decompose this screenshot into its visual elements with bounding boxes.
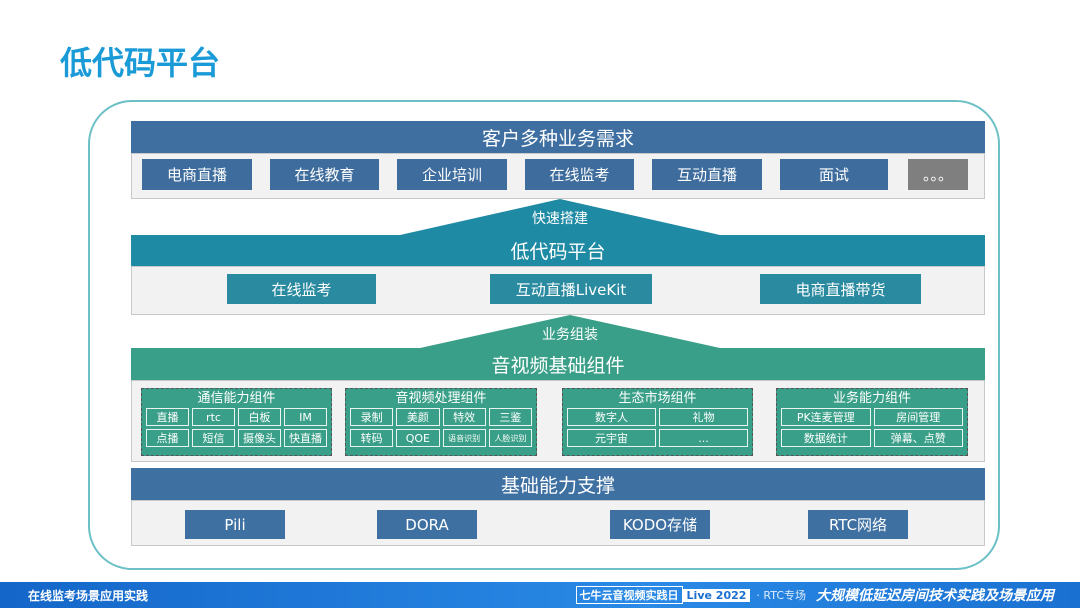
- customer-scenario-button[interactable]: 面试: [780, 159, 888, 190]
- component-item[interactable]: PK连麦管理: [781, 408, 871, 426]
- lowcode-header: 低代码平台: [131, 235, 985, 266]
- component-item[interactable]: 元宇宙: [567, 429, 656, 447]
- footer-bar: 在线监考场景应用实践 七牛云音视频实践日 Live 2022 · RTC专场 大…: [0, 582, 1080, 608]
- arrow-build-label: 快速搭建: [532, 211, 588, 227]
- page-title: 低代码平台: [60, 44, 221, 82]
- component-group: 业务能力组件 PK连麦管理房间管理数据统计弹幕、点赞: [776, 388, 968, 456]
- customer-scenario-button[interactable]: 互动直播: [652, 159, 762, 190]
- customer-header: 客户多种业务需求: [131, 121, 985, 153]
- customer-scenario-button[interactable]: 。。。: [908, 159, 968, 190]
- arrow-assemble-label: 业务组装: [542, 327, 598, 343]
- component-item[interactable]: 语音识别: [442, 429, 486, 447]
- component-item[interactable]: 短信: [192, 429, 235, 447]
- base-header: 基础能力支撑: [131, 468, 985, 500]
- component-group-title: 生态市场组件: [618, 391, 697, 406]
- base-capability-button[interactable]: DORA: [377, 510, 477, 539]
- lowcode-app-button[interactable]: 互动直播LiveKit: [490, 274, 652, 304]
- component-item[interactable]: 特效: [442, 408, 486, 426]
- footer-title: 在线监考场景应用实践: [28, 588, 149, 603]
- component-item[interactable]: 转码: [350, 429, 394, 447]
- footer-badge: Live 2022: [682, 588, 751, 602]
- component-grid: 数字人礼物元宇宙...: [563, 408, 752, 447]
- component-item[interactable]: 三鉴: [488, 408, 532, 426]
- customer-scenario-button[interactable]: 电商直播: [142, 159, 252, 190]
- component-item[interactable]: 录制: [350, 408, 394, 426]
- customer-scenario-button[interactable]: 企业培训: [397, 159, 507, 190]
- component-item[interactable]: 人脸识别: [488, 429, 532, 447]
- component-group-title: 业务能力组件: [832, 391, 911, 406]
- lowcode-app-button[interactable]: 在线监考: [227, 274, 376, 304]
- component-item[interactable]: 白板: [238, 408, 281, 426]
- component-grid: PK连麦管理房间管理数据统计弹幕、点赞: [777, 408, 967, 447]
- component-group: 生态市场组件数字人礼物元宇宙...: [562, 388, 753, 456]
- component-item[interactable]: IM: [284, 408, 327, 426]
- roof-arrow-build: [400, 199, 720, 235]
- footer-track: · RTC专场: [756, 589, 806, 602]
- component-item[interactable]: 快直播: [284, 429, 327, 447]
- component-item[interactable]: 弹幕、点赞: [873, 429, 963, 447]
- component-item[interactable]: 摄像头: [238, 429, 281, 447]
- component-item[interactable]: 美颜: [396, 408, 440, 426]
- roof-arrow-assemble: [420, 315, 720, 348]
- lowcode-app-button[interactable]: 电商直播带货: [760, 274, 921, 304]
- component-item[interactable]: 直播: [146, 408, 189, 426]
- customer-scenario-button[interactable]: 在线监考: [525, 159, 634, 190]
- component-item[interactable]: 房间管理: [873, 408, 963, 426]
- footer-slogan: 大规模低延迟房间技术实践及场景应用: [816, 588, 1054, 604]
- component-item[interactable]: 礼物: [659, 408, 748, 426]
- component-item[interactable]: 点播: [146, 429, 189, 447]
- component-item[interactable]: ...: [659, 429, 748, 447]
- component-item[interactable]: rtc: [192, 408, 235, 426]
- component-item[interactable]: 数字人: [567, 408, 656, 426]
- component-item[interactable]: 数据统计: [781, 429, 871, 447]
- customer-scenario-button[interactable]: 在线教育: [270, 159, 379, 190]
- footer-event: 七牛云音视频实践日: [575, 586, 683, 604]
- base-capability-button[interactable]: KODO存储: [610, 510, 710, 539]
- component-group-title: 通信能力组件: [197, 391, 276, 406]
- base-capability-button[interactable]: Pili: [185, 510, 285, 539]
- architecture-frame: [88, 100, 1000, 570]
- base-capability-button[interactable]: RTC网络: [808, 510, 908, 539]
- av-header: 音视频基础组件: [131, 348, 985, 380]
- component-item[interactable]: QOE: [396, 429, 440, 447]
- component-group-title: 音视频处理组件: [395, 391, 487, 406]
